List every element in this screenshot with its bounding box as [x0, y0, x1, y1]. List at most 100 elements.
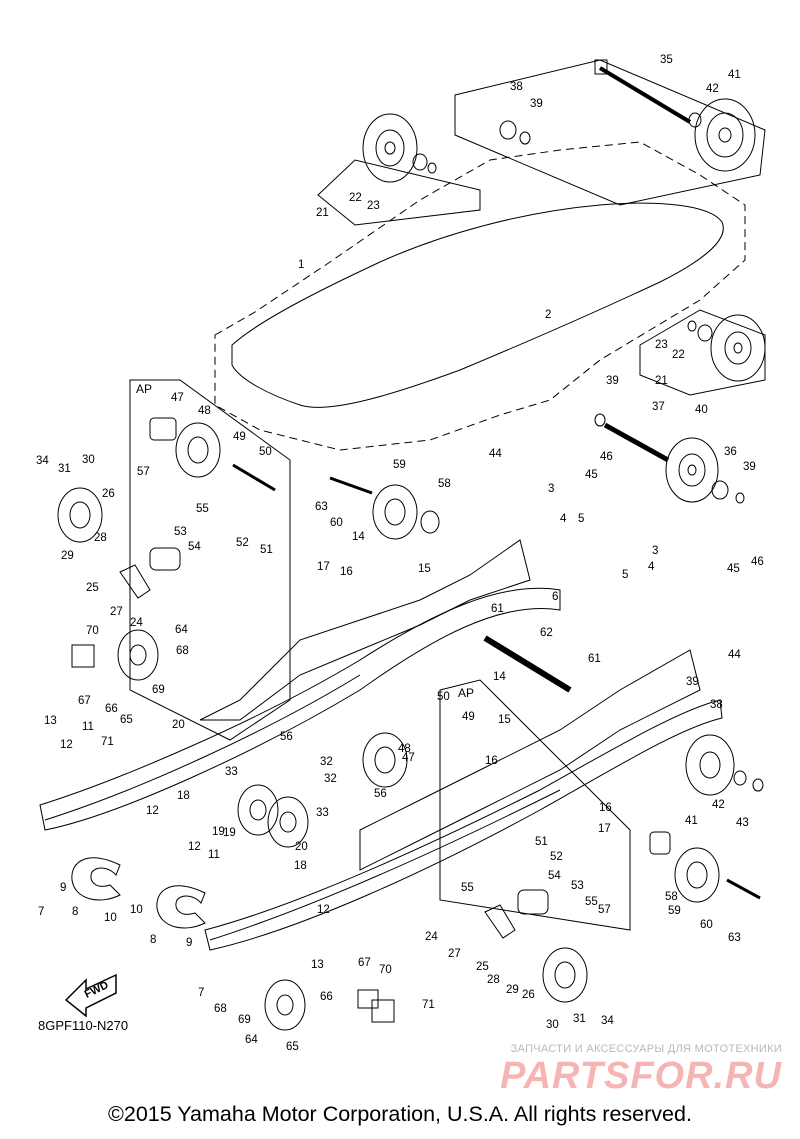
callout-number: 64 [245, 1034, 258, 1046]
callout-number: 54 [548, 870, 561, 882]
callout-number: 8 [72, 906, 78, 918]
wheel-30-left [57, 487, 103, 543]
ap-label-left: AP [136, 382, 153, 396]
callout-number: 57 [137, 466, 150, 478]
callout-number: 46 [600, 451, 613, 463]
callout-number: 55 [461, 882, 474, 894]
callout-number: 69 [238, 1014, 251, 1026]
callout-number: 1 [298, 259, 304, 271]
callout-number: 60 [330, 517, 343, 529]
wheel-40 [665, 437, 719, 503]
track-belt-outline [214, 141, 746, 451]
callout-number: 54 [188, 541, 201, 553]
callout-number: 38 [510, 81, 523, 93]
callout-number: 20 [295, 841, 308, 853]
right-slide-rail [204, 699, 723, 951]
callout-number: 41 [685, 815, 698, 827]
callout-number: 67 [78, 695, 91, 707]
callout-number: 31 [573, 1013, 586, 1025]
callout-number: 46 [751, 556, 764, 568]
callout-number: 29 [61, 550, 74, 562]
callout-number: 12 [146, 805, 159, 817]
rear-wheel-41 [694, 98, 756, 172]
callout-number: 12 [60, 739, 73, 751]
callout-number: 20 [172, 719, 185, 731]
callout-number: 3 [652, 545, 658, 557]
callout-number: 61 [588, 653, 601, 665]
callout-number: 39 [530, 98, 543, 110]
callout-number: 25 [86, 582, 99, 594]
callout-number: 5 [622, 569, 628, 581]
callout-number: 15 [498, 714, 511, 726]
wheel-19b [267, 796, 309, 848]
callout-number: 9 [186, 937, 192, 949]
callout-number: 71 [101, 736, 114, 748]
right-idler-box [639, 309, 766, 396]
callout-number: 29 [506, 984, 519, 996]
callout-number: 56 [374, 788, 387, 800]
wheel-30-lower [542, 947, 588, 1003]
callout-number: 27 [448, 948, 461, 960]
callout-number: 19 [223, 827, 236, 839]
callout-number: 5 [578, 513, 584, 525]
callout-number: 51 [260, 544, 273, 556]
callout-number: 32 [320, 756, 333, 768]
callout-number: 58 [665, 891, 678, 903]
callout-number: 37 [652, 401, 665, 413]
watermark-tagline: ЗАПЧАСТИ И АКСЕССУАРЫ ДЛЯ МОТОТЕХНИКИ [510, 1043, 782, 1055]
callout-number: 12 [188, 841, 201, 853]
wheel-19a [237, 784, 279, 836]
callout-number: 61 [491, 603, 504, 615]
callout-number: 66 [105, 703, 118, 715]
callout-number: 45 [585, 469, 598, 481]
callout-number: 24 [130, 617, 143, 629]
callout-number: 35 [660, 54, 673, 66]
callout-number: 7 [38, 906, 44, 918]
left-slide-rail [39, 587, 561, 831]
callout-number: 70 [86, 625, 99, 637]
callout-number: 17 [317, 561, 330, 573]
callout-number: 10 [130, 904, 143, 916]
callout-number: 13 [311, 959, 324, 971]
callout-number: 18 [177, 790, 190, 802]
callout-number: 53 [174, 526, 187, 538]
idler-wheel-upper [362, 113, 418, 183]
callout-number: 57 [598, 904, 611, 916]
callout-number: 42 [706, 83, 719, 95]
wheel-59-lower [674, 847, 720, 903]
idler-wheel-right [710, 314, 766, 382]
callout-number: 8 [150, 934, 156, 946]
callout-number: 4 [560, 513, 567, 525]
callout-number: 22 [349, 192, 362, 204]
callout-number: 47 [171, 392, 184, 404]
wheel-64-left [117, 629, 159, 681]
callout-number: 59 [393, 459, 406, 471]
callout-number: 38 [710, 699, 723, 711]
ap-label-center: AP [458, 686, 475, 700]
callout-number: 33 [225, 766, 238, 778]
callout-number: 4 [648, 561, 655, 573]
upper-wheel-box [317, 159, 481, 226]
callout-number: 16 [485, 755, 498, 767]
callout-number: 23 [367, 200, 380, 212]
callout-number: 48 [398, 743, 411, 755]
callout-number: 45 [727, 563, 740, 575]
callout-number: 51 [535, 836, 548, 848]
callout-number: 11 [208, 849, 220, 861]
callout-number: 28 [94, 532, 107, 544]
callout-number: 14 [493, 671, 506, 683]
ap-box-left [129, 379, 291, 741]
callout-number: 7 [198, 987, 204, 999]
callout-number: 32 [324, 773, 337, 785]
callout-number: 21 [655, 375, 668, 387]
ap-box-center [439, 679, 631, 931]
callout-number: 68 [176, 645, 189, 657]
callout-number: 63 [315, 501, 328, 513]
callout-number: 44 [728, 649, 741, 661]
callout-number: 28 [487, 974, 500, 986]
callout-number: 41 [728, 69, 741, 81]
callout-number: 18 [294, 860, 307, 872]
wheel-41-lower [685, 734, 735, 796]
